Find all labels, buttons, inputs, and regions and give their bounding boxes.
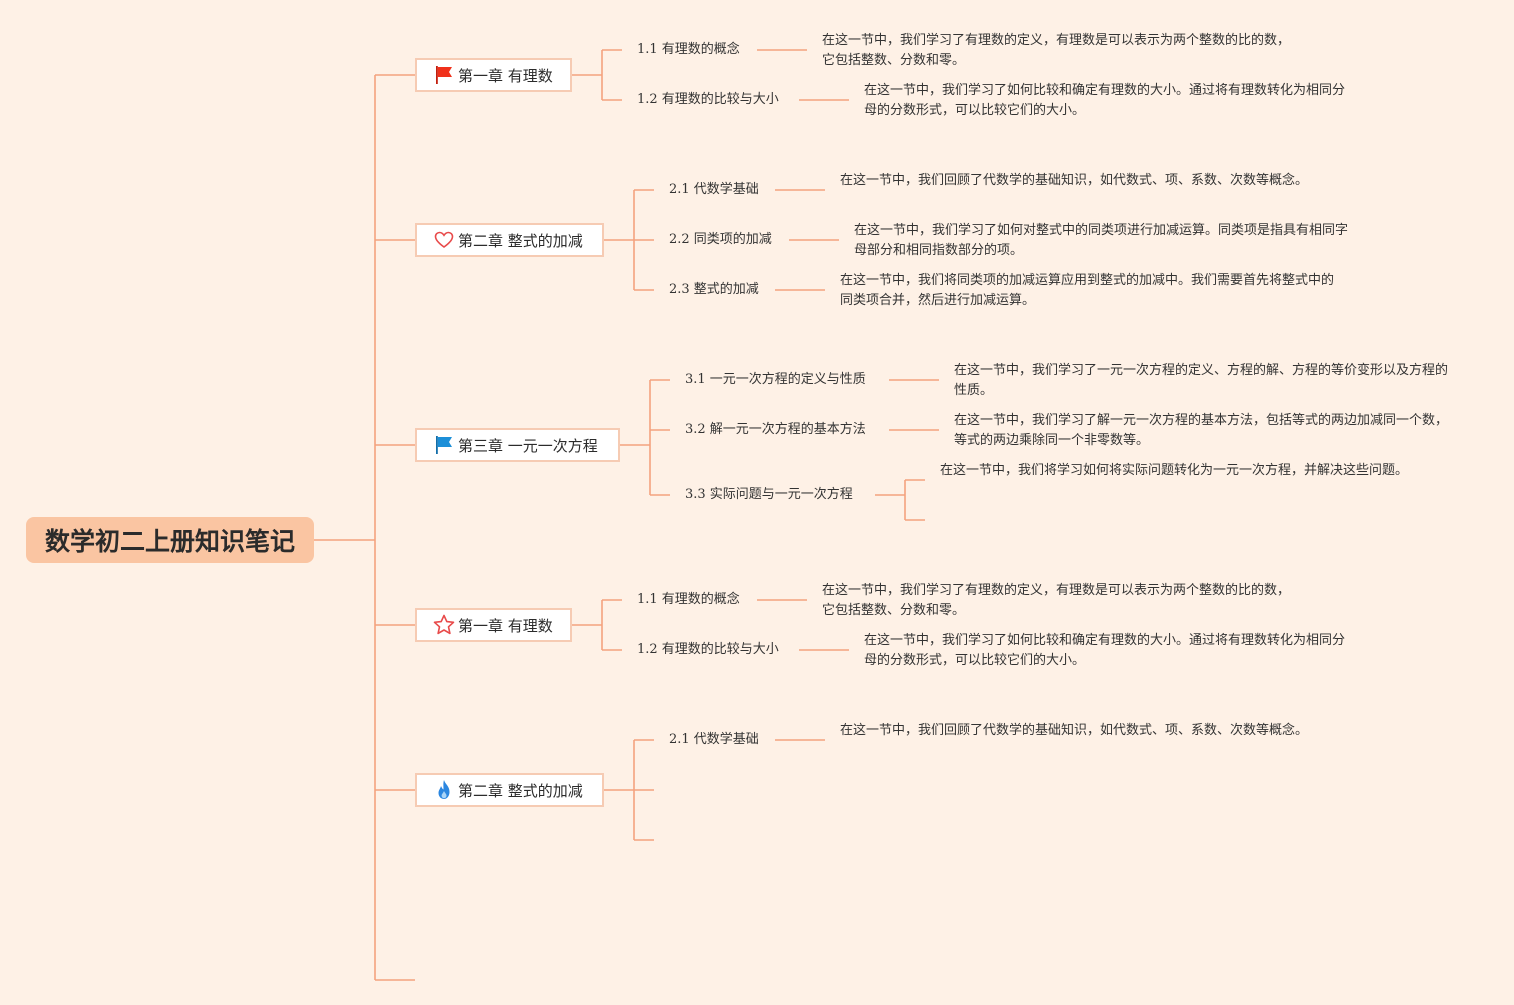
chapter-node-2[interactable]: 第二章 整式的加减 bbox=[415, 223, 604, 257]
chapter-title: 第一章 有理数 bbox=[458, 66, 553, 85]
star-icon bbox=[433, 614, 455, 636]
section-3-3[interactable]: 3.3 实际问题与一元一次方程 bbox=[685, 487, 853, 502]
section-1-1[interactable]: 1.1 有理数的概念 bbox=[637, 42, 740, 57]
fire-icon bbox=[433, 779, 455, 801]
red-flag-icon bbox=[433, 64, 455, 86]
section-note: 在这一节中，我们回顾了代数学的基础知识，如代数式、项、系数、次数等概念。 bbox=[840, 173, 1309, 188]
section-3-2[interactable]: 3.2 解一元一次方程的基本方法 bbox=[685, 422, 866, 437]
chapter-node-3[interactable]: 第三章 一元一次方程 bbox=[415, 428, 620, 462]
section-note: 在这一节中，我们学习了如何比较和确定有理数的大小。通过将有理数转化为相同分母的分… bbox=[864, 83, 1346, 118]
chapter-node-1[interactable]: 第一章 有理数 bbox=[415, 58, 572, 92]
section-2-1[interactable]: 2.1 代数学基础 bbox=[669, 182, 759, 197]
chapter-node-5[interactable]: 第二章 整式的加减 bbox=[415, 773, 604, 807]
section-note: 在这一节中，我们学习了如何对整式中的同类项进行加减运算。同类项是指具有相同字母部… bbox=[854, 223, 1349, 258]
blue-flag-icon bbox=[433, 434, 455, 456]
section-2-3[interactable]: 2.3 整式的加减 bbox=[669, 282, 759, 297]
section-note: 在这一节中，我们将学习如何将实际问题转化为一元一次方程，并解决这些问题。 bbox=[940, 463, 1409, 478]
chapter-title: 第一章 有理数 bbox=[458, 616, 553, 635]
section-note: 在这一节中，我们学习了有理数的定义，有理数是可以表示为两个整数的比的数，它包括整… bbox=[822, 583, 1291, 618]
section-note: 在这一节中，我们回顾了代数学的基础知识，如代数式、项、系数、次数等概念。 bbox=[840, 723, 1309, 738]
section-note: 在这一节中，我们学习了一元一次方程的定义、方程的解、方程的等价变形以及方程的性质… bbox=[954, 363, 1449, 398]
section-note: 在这一节中，我们将同类项的加减运算应用到整式的加减中。我们需要首先将整式中的同类… bbox=[840, 273, 1335, 308]
section-5-1[interactable]: 2.1 代数学基础 bbox=[669, 732, 759, 747]
section-4-1[interactable]: 1.1 有理数的概念 bbox=[637, 592, 740, 607]
section-note: 在这一节中，我们学习了如何比较和确定有理数的大小。通过将有理数转化为相同分母的分… bbox=[864, 633, 1346, 668]
section-note: 在这一节中，我们学习了有理数的定义，有理数是可以表示为两个整数的比的数，它包括整… bbox=[822, 33, 1291, 68]
chapter-title: 第二章 整式的加减 bbox=[458, 231, 583, 250]
section-4-2[interactable]: 1.2 有理数的比较与大小 bbox=[637, 642, 779, 657]
chapter-title: 第二章 整式的加减 bbox=[458, 781, 583, 800]
chapter-title: 第三章 一元一次方程 bbox=[458, 436, 598, 455]
section-note: 在这一节中，我们学习了解一元一次方程的基本方法，包括等式的两边加减同一个数，等式… bbox=[954, 413, 1449, 448]
section-3-1[interactable]: 3.1 一元一次方程的定义与性质 bbox=[685, 372, 866, 387]
root-topic[interactable]: 数学初二上册知识笔记 bbox=[26, 517, 314, 563]
chapter-node-4[interactable]: 第一章 有理数 bbox=[415, 608, 572, 642]
section-1-2[interactable]: 1.2 有理数的比较与大小 bbox=[637, 92, 779, 107]
heart-icon bbox=[433, 229, 455, 251]
section-2-2[interactable]: 2.2 同类项的加减 bbox=[669, 232, 772, 247]
